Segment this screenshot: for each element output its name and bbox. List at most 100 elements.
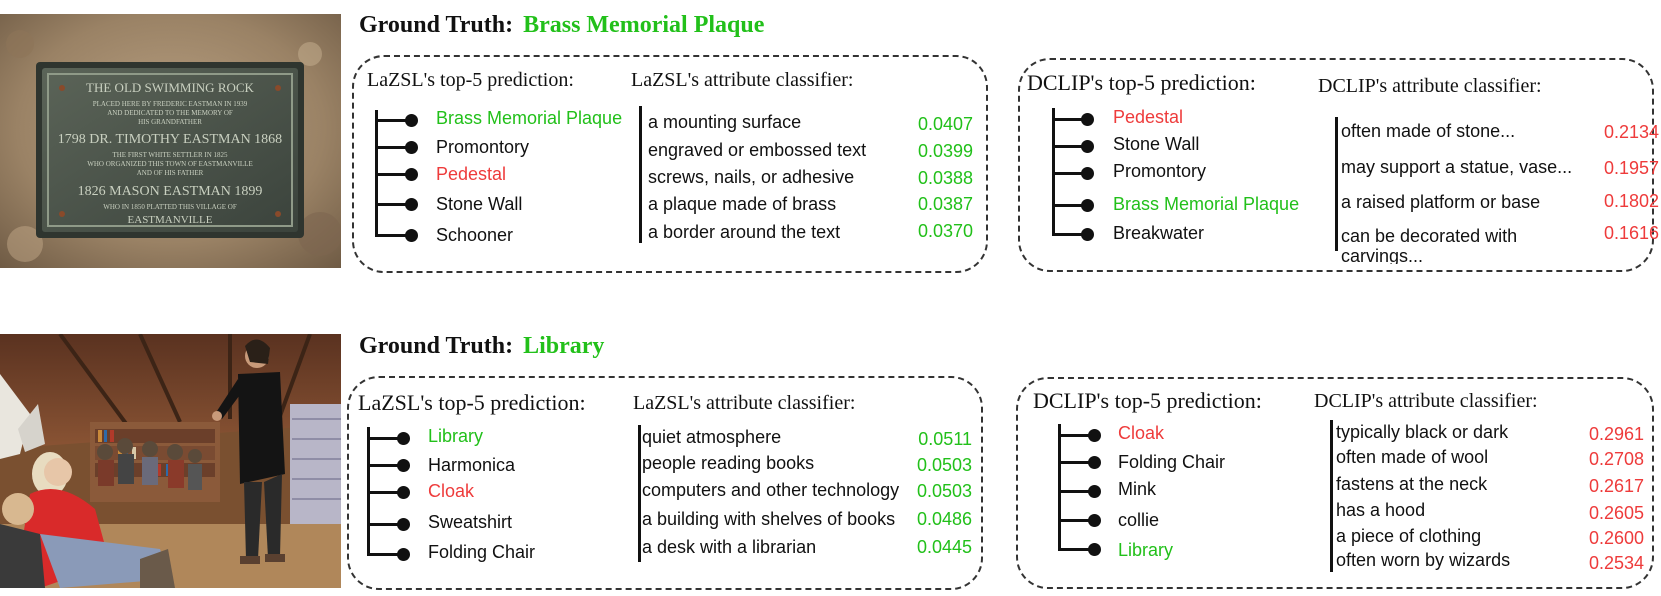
prediction-item: Stone Wall	[436, 194, 523, 214]
attribute-text: often worn by wizards	[1336, 550, 1511, 570]
attribute-score: 0.0387	[917, 194, 973, 214]
plaque-line-7: WHO ORGANIZED THIS TOWN OF EASTMANVILLE	[87, 160, 252, 168]
bullet-icon	[1088, 543, 1101, 556]
plaque-photo: THE OLD SWIMMING ROCK PLACED HERE BY FRE…	[0, 14, 341, 268]
attribute-text: a plaque made of brass	[648, 194, 837, 214]
plaque-line-11: EASTMANVILLE	[128, 214, 213, 226]
library-image	[0, 334, 341, 588]
ground-truth-label: Ground Truth:	[359, 12, 514, 38]
prediction-item: Brass Memorial Plaque	[436, 108, 623, 128]
attribute-text: a border around the text	[648, 222, 841, 242]
lazsl-panel-2	[347, 376, 983, 590]
attribute-text: may support a statue, vase...	[1341, 157, 1573, 177]
attribute-score: 0.0407	[917, 114, 973, 134]
bullet-icon	[397, 548, 410, 561]
attribute-score: 0.2134	[1603, 122, 1659, 142]
prediction-item: Breakwater	[1113, 223, 1205, 243]
attribute-score: 0.2600	[1588, 528, 1644, 548]
lazsl-attr-header-2: LaZSL's attribute classifier:	[633, 392, 856, 414]
dclip-attr-header-1: DCLIP's attribute classifier:	[1318, 75, 1542, 97]
prediction-item: Folding Chair	[428, 542, 536, 562]
ground-truth-2: Ground Truth: Library	[359, 333, 604, 360]
attribute-text: fastens at the neck	[1336, 474, 1488, 494]
lazsl-pred-header-2: LaZSL's top-5 prediction:	[358, 390, 586, 415]
bullet-icon	[1081, 167, 1094, 180]
attribute-text: quiet atmosphere	[642, 427, 782, 447]
bullet-icon	[1081, 113, 1094, 126]
attribute-score: 0.0503	[916, 481, 972, 501]
attribute-text: engraved or embossed text	[648, 140, 867, 160]
attribute-score: 0.0511	[918, 429, 972, 449]
prediction-item: Stone Wall	[1113, 134, 1200, 154]
attribute-text: people reading books	[642, 453, 815, 473]
attribute-score: 0.0388	[917, 168, 973, 188]
plaque-line-5: 1798 DR. TIMOTHY EASTMAN 1868	[58, 132, 282, 147]
attribute-score: 0.2617	[1588, 476, 1644, 496]
bullet-icon	[397, 432, 410, 445]
lazsl-attr-header-1: LaZSL's attribute classifier:	[631, 69, 854, 91]
prediction-item: Mink	[1118, 479, 1157, 499]
lazsl-pred-header-1: LaZSL's top-5 prediction:	[367, 69, 574, 91]
prediction-item: Pedestal	[436, 164, 507, 184]
prediction-item: Brass Memorial Plaque	[1113, 194, 1300, 214]
attribute-text: a piece of clothing	[1336, 526, 1482, 546]
bullet-icon	[1088, 429, 1101, 442]
attribute-score: 0.0503	[916, 455, 972, 475]
plaque-image: THE OLD SWIMMING ROCK PLACED HERE BY FRE…	[0, 14, 341, 268]
plaque-line-6: THE FIRST WHITE SETTLER IN 1825	[112, 151, 228, 159]
dclip-attr-header-2: DCLIP's attribute classifier:	[1314, 390, 1538, 412]
attribute-text: often made of stone...	[1341, 121, 1516, 141]
prediction-item: Schooner	[436, 225, 514, 245]
attribute-text: a building with shelves of books	[642, 509, 896, 529]
prediction-item: Promontory	[1113, 161, 1207, 181]
bullet-icon	[405, 198, 418, 211]
prediction-item: Folding Chair	[1118, 452, 1226, 472]
attribute-text: computers and other technology	[642, 480, 900, 500]
ground-truth-1: Ground Truth: Brass Memorial Plaque	[359, 12, 764, 39]
dclip-pred-header-1: DCLIP's top-5 prediction:	[1027, 70, 1256, 95]
plaque-line-8: AND OF HIS FATHER	[137, 169, 204, 177]
bullet-icon	[1081, 140, 1094, 153]
prediction-item: Library	[1118, 540, 1174, 560]
attribute-score: 0.1802	[1603, 191, 1659, 211]
attribute-score: 0.2708	[1588, 449, 1644, 469]
library-photo	[0, 334, 341, 588]
bullet-icon	[405, 141, 418, 154]
attribute-text: a desk with a librarian	[642, 537, 817, 557]
bullet-icon	[405, 114, 418, 127]
attribute-score: 0.0486	[916, 509, 972, 529]
dclip-panel-2	[1016, 377, 1654, 589]
dclip-pred-header-2: DCLIP's top-5 prediction:	[1033, 388, 1262, 413]
attribute-text: a mounting surface	[648, 112, 802, 132]
prediction-item: Cloak	[428, 481, 475, 501]
bullet-icon	[397, 459, 410, 472]
attribute-score: 0.2605	[1588, 503, 1644, 523]
bullet-icon	[397, 518, 410, 531]
bullet-icon	[397, 486, 410, 499]
ground-truth-class: Brass Memorial Plaque	[523, 12, 765, 38]
plaque-line-3: AND DEDICATED TO THE MEMORY OF	[107, 109, 233, 117]
ground-truth-label: Ground Truth:	[359, 333, 514, 359]
plaque-line-10: WHO IN 1850 PLATTED THIS VILLAGE OF	[103, 203, 237, 211]
attribute-text: screws, nails, or adhesive	[648, 167, 855, 187]
bullet-icon	[405, 229, 418, 242]
prediction-item: Harmonica	[428, 455, 516, 475]
attribute-text: a raised platform or base	[1341, 192, 1541, 212]
attribute-text: has a hood	[1336, 500, 1426, 520]
prediction-item: Pedestal	[1113, 107, 1184, 127]
dclip-panel-1	[1018, 58, 1654, 272]
prediction-item: collie	[1118, 510, 1160, 530]
ground-truth-class: Library	[523, 333, 605, 359]
prediction-item: Cloak	[1118, 423, 1165, 443]
bullet-icon	[1081, 199, 1094, 212]
bullet-icon	[405, 168, 418, 181]
lazsl-panel-1	[352, 55, 988, 273]
bullet-icon	[1081, 228, 1094, 241]
plaque-line-9: 1826 MASON EASTMAN 1899	[78, 184, 263, 199]
attribute-score: 0.1957	[1603, 158, 1659, 178]
bullet-icon	[1088, 514, 1101, 527]
attribute-text: typically black or dark	[1336, 422, 1509, 442]
prediction-item: Promontory	[436, 137, 530, 157]
attribute-text: often made of wool	[1336, 447, 1489, 467]
attribute-score: 0.0399	[917, 141, 973, 161]
